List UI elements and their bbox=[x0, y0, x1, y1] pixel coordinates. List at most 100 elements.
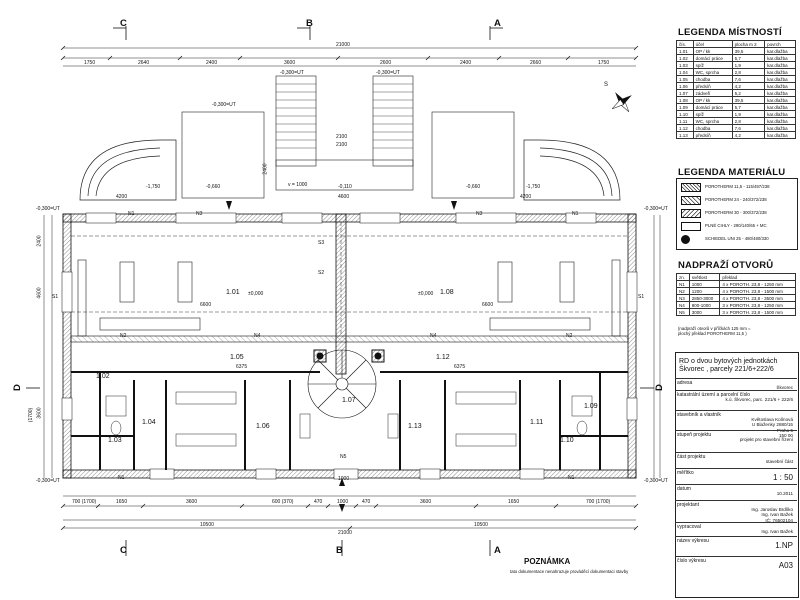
lintels-header-cell: světlost bbox=[688, 273, 721, 281]
legend-rooms-cell: kar.dlažba bbox=[764, 68, 796, 76]
title-block-label: měřítko bbox=[677, 470, 694, 476]
legend-rooms-cell: OP / kk bbox=[692, 96, 733, 104]
dim-top-6: 2400 bbox=[460, 60, 472, 66]
legend-rooms-cell: kar.dlažba bbox=[764, 117, 796, 125]
legend-rooms-cell: 4,2 bbox=[731, 131, 766, 139]
dim-entry-door: 1000 bbox=[338, 476, 350, 482]
title-block-label: číslo výkresu bbox=[677, 558, 706, 564]
wall-mark-15: N1 bbox=[568, 475, 575, 481]
level-5: -0,300=UT bbox=[280, 70, 304, 76]
lintels-cell: 3000 bbox=[688, 308, 721, 316]
lintels-header-cell: překlad bbox=[719, 273, 796, 281]
legend-material-item: PLNÉ CIHLY - 290/140/65 + MC bbox=[681, 221, 795, 231]
legend-rooms-cell: kar.dlažba bbox=[764, 61, 796, 69]
material-swatch-icon bbox=[681, 183, 701, 192]
room-1-13: 1.13 bbox=[408, 423, 422, 430]
title-block-label: stupeň projektu bbox=[677, 432, 712, 438]
legend-rooms-cell: kar.dlažba bbox=[764, 96, 796, 104]
lintels-cell: 1200 bbox=[688, 287, 721, 295]
title-block bbox=[675, 352, 799, 598]
wall-mark-7: S3 bbox=[318, 240, 325, 246]
dim-bottom-7: 470 bbox=[362, 499, 371, 505]
legend-rooms-cell: 7,6 bbox=[731, 75, 766, 83]
section-label-b-top: B bbox=[306, 18, 314, 29]
legend-rooms-cell: kar.dlažba bbox=[764, 47, 796, 55]
dim-hall-left: 6375 bbox=[236, 364, 248, 370]
legend-rooms-cell: spíž bbox=[692, 61, 733, 69]
title-block-value: projekt pro stavební řízení bbox=[739, 437, 793, 442]
lintels-cell: N2 bbox=[676, 287, 690, 295]
dim-hall-right: 6375 bbox=[454, 364, 466, 370]
legend-rooms-cell: kar.dlažba bbox=[764, 103, 796, 111]
legend-rooms-cell: 39,5 bbox=[731, 47, 766, 55]
title-block-value: Ing. Jaroslav Brdlíko Ing. Ivan Bažek IČ… bbox=[751, 507, 793, 523]
lintels-cell: 2850-3000 bbox=[688, 294, 721, 302]
section-label-a-bottom: A bbox=[494, 545, 502, 556]
dim-total-top: 21000 bbox=[336, 42, 350, 48]
legend-rooms-cell: 1.11 bbox=[676, 117, 694, 125]
title-block-label: adresa bbox=[677, 380, 693, 386]
dim-side-2: 4600 bbox=[36, 287, 43, 299]
material-label: POROTHERM 24 - 240/372/238 bbox=[705, 197, 767, 202]
dim-bottom-10: 700 (1700) bbox=[586, 499, 611, 505]
wall-mark-5: S1 bbox=[52, 294, 59, 300]
title-block-label: část projektu bbox=[677, 454, 706, 460]
section-label-d-right: D bbox=[654, 383, 666, 392]
title-block-value: 10.2011 bbox=[776, 491, 793, 496]
wall-mark-14: N1 bbox=[118, 475, 125, 481]
title-block-value: 1 : 50 bbox=[772, 473, 793, 482]
dim-landing: 2100 bbox=[336, 142, 348, 148]
project-title-1: RD o dvou bytových jednotkách bbox=[679, 358, 778, 365]
legend-rooms-cell: OP / kk bbox=[692, 47, 733, 55]
dimension-ticks bbox=[60, 45, 639, 531]
dim-bottom-1: 700 (1700) bbox=[72, 499, 97, 505]
stair-height: v = 1000 bbox=[288, 182, 308, 188]
legend-rooms-cell: 1.12 bbox=[676, 124, 694, 132]
room-1-05: 1.05 bbox=[230, 354, 244, 361]
title-block-label: název výkresu bbox=[677, 538, 709, 544]
room-1-11: 1.11 bbox=[530, 419, 544, 426]
level-12: -1,750 bbox=[526, 184, 541, 190]
level-9: -0,660 bbox=[206, 184, 221, 190]
dim-room-right: 6600 bbox=[482, 302, 494, 308]
terraces bbox=[79, 111, 621, 201]
material-swatch-icon bbox=[681, 235, 690, 244]
section-label-d-left: D bbox=[12, 383, 24, 392]
wall-mark-9: N2 bbox=[120, 333, 127, 339]
dim-bottom-8: 3600 bbox=[420, 499, 432, 505]
dim-bottom-5: 470 bbox=[314, 499, 323, 505]
material-swatch-icon bbox=[681, 209, 701, 218]
dim-half-right: 10500 bbox=[474, 522, 488, 528]
legend-rooms-cell: 39,5 bbox=[731, 96, 766, 104]
legend-rooms-header-cell: plocha m 2 bbox=[731, 40, 766, 48]
section-marks-top bbox=[113, 26, 503, 556]
legend-rooms-cell: kar.dlažba bbox=[764, 110, 796, 118]
legend-rooms-cell: kar.dlažba bbox=[764, 124, 796, 132]
legend-materials-title: LEGENDA MATERIÁLU bbox=[678, 167, 786, 178]
chimneys bbox=[313, 349, 385, 363]
section-label-c-bottom: C bbox=[120, 545, 128, 556]
legend-rooms-cell: 1.05 bbox=[676, 75, 694, 83]
lintels-note-1: (nadpraží otvorů v příčkách 125 mm = bbox=[678, 326, 751, 331]
legend-rooms-cell: domácí práce bbox=[692, 54, 733, 62]
level-11: -0,660 bbox=[466, 184, 481, 190]
legend-rooms-cell: kar.dlažba bbox=[764, 75, 796, 83]
legend-rooms-cell: 1.10 bbox=[676, 110, 694, 118]
wall-mark-8: S1 bbox=[638, 294, 645, 300]
legend-rooms-cell: 1.03 bbox=[676, 61, 694, 69]
lintels-cell: 1000 bbox=[688, 280, 721, 288]
room-1-12: 1.12 bbox=[436, 354, 450, 361]
legend-rooms-cell: 4,2 bbox=[731, 82, 766, 90]
legend-rooms-cell: předsíň bbox=[692, 82, 733, 90]
material-label: PLNÉ CIHLY - 290/140/65 + MC bbox=[705, 223, 767, 228]
legend-rooms-cell: spíž bbox=[692, 110, 733, 118]
